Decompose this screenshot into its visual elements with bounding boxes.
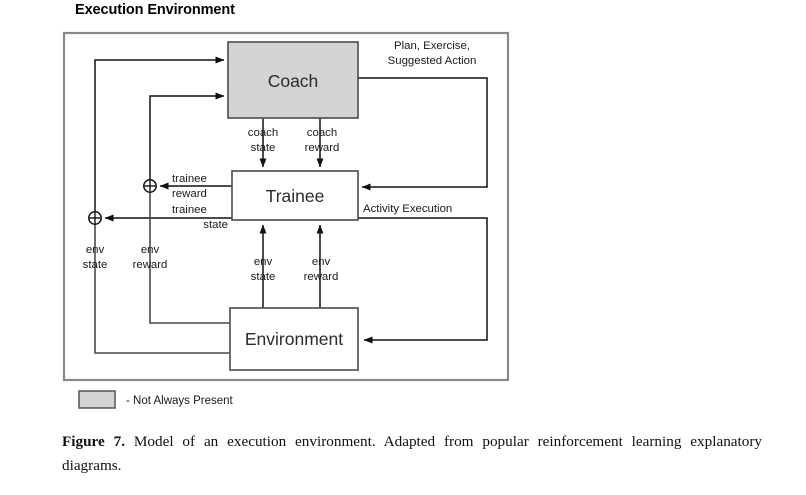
junction-env-reward <box>143 179 157 193</box>
wire-activity-execution <box>358 217 488 344</box>
legend-swatch <box>78 390 116 409</box>
figure-caption-label: Figure 7. <box>62 433 126 450</box>
edge-label-env-state-up-line2: state <box>251 271 276 283</box>
edge-label-trainee-reward-line2: reward <box>172 188 207 200</box>
node-environment[interactable]: Environment <box>229 307 359 371</box>
node-environment-label: Environment <box>245 329 343 349</box>
node-coach[interactable]: Coach <box>227 41 359 119</box>
node-coach-label: Coach <box>268 71 319 91</box>
execution-environment-diagram: Coach Trainee Environment Plan, Exercise… <box>62 31 510 409</box>
edge-label-plan-line2: Suggested Action <box>388 55 477 67</box>
node-trainee[interactable]: Trainee <box>231 170 359 221</box>
wire-env-state-from-environment <box>94 218 230 354</box>
legend-label: - Not Always Present <box>126 395 234 407</box>
edge-label-coach-reward-line2: reward <box>305 142 340 154</box>
edge-label-plan-line1: Plan, Exercise, <box>394 40 470 52</box>
edge-label-env-reward-up-line1: env <box>312 256 331 268</box>
figure-caption-text: Model of an execution environment. Adapt… <box>62 433 762 474</box>
figure-caption: Figure 7. Model of an execution environm… <box>62 430 762 477</box>
junction-env-state <box>88 211 102 225</box>
execution-environment-frame <box>62 31 510 382</box>
edge-label-trainee-reward-line1: trainee <box>172 173 207 185</box>
edge-label-coach-reward-line1: coach <box>307 127 337 139</box>
edge-label-activity-execution: Activity Execution <box>363 203 452 215</box>
edge-label-env-reward-up-line2: reward <box>304 271 339 283</box>
edge-label-coach-state-line1: coach <box>248 127 278 139</box>
wire-env-state-to-coach <box>94 56 225 214</box>
edge-label-env-state-junction-line1: env <box>86 244 105 256</box>
edge-label-env-state-junction-line2: state <box>83 259 108 271</box>
edge-label-env-reward-junction-line1: env <box>141 244 160 256</box>
edge-label-coach-state-line2: state <box>251 142 276 154</box>
edge-label-trainee-state-line2: state <box>203 219 228 231</box>
legend: - Not Always Present <box>78 390 234 409</box>
diagram-title: Execution Environment <box>75 2 235 18</box>
edge-label-trainee-state-line1: trainee <box>172 204 207 216</box>
wire-plan-exercise-to-trainee <box>358 77 488 191</box>
wire-env-reward-to-coach <box>149 92 225 182</box>
wire-env-reward-from-environment <box>149 186 230 324</box>
edge-label-env-reward-junction-line2: reward <box>133 259 168 271</box>
edge-label-env-state-up-line1: env <box>254 256 273 268</box>
node-trainee-label: Trainee <box>266 186 325 206</box>
